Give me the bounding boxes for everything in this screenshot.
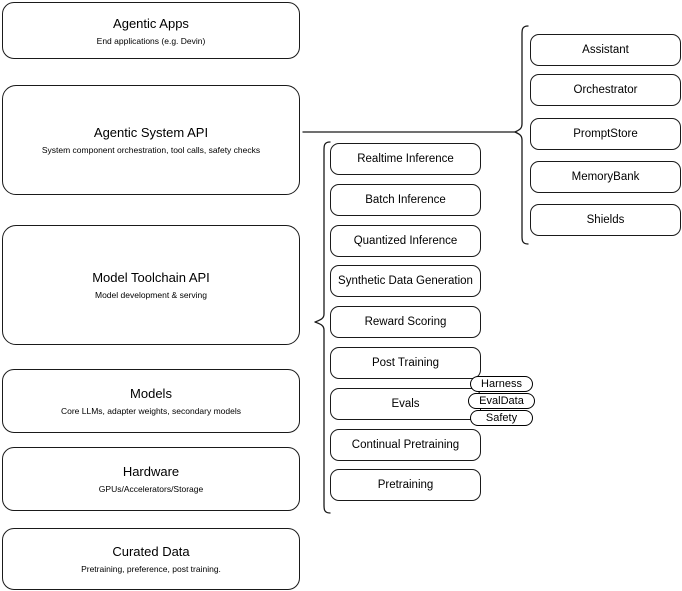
layer-box-hardware[interactable]: Hardware GPUs/Accelerators/Storage bbox=[2, 447, 300, 511]
capability-box-pretraining[interactable]: Pretraining bbox=[330, 469, 481, 501]
capability-box-evals[interactable]: Evals bbox=[330, 388, 481, 420]
eval-pill-evaldata[interactable]: EvalData bbox=[468, 393, 535, 409]
brace-system-components bbox=[514, 25, 529, 245]
layer-title: Models bbox=[130, 386, 172, 401]
layer-title: Agentic Apps bbox=[113, 15, 189, 31]
layer-box-agentic-system-api[interactable]: Agentic System API System component orch… bbox=[2, 85, 300, 195]
component-box-memorybank[interactable]: MemoryBank bbox=[530, 161, 681, 193]
layer-subtitle: Pretraining, preference, post training. bbox=[81, 564, 221, 574]
brace-toolchain-capabilities bbox=[314, 141, 331, 514]
component-box-assistant[interactable]: Assistant bbox=[530, 34, 681, 66]
component-box-promptstore[interactable]: PromptStore bbox=[530, 118, 681, 150]
capability-box-reward-scoring[interactable]: Reward Scoring bbox=[330, 306, 481, 338]
layer-subtitle: Core LLMs, adapter weights, secondary mo… bbox=[60, 406, 241, 416]
capability-label: Batch Inference bbox=[365, 193, 446, 206]
capability-box-realtime-inference[interactable]: Realtime Inference bbox=[330, 143, 481, 175]
capability-box-continual-pretraining[interactable]: Continual Pretraining bbox=[330, 429, 481, 461]
component-label: Shields bbox=[586, 213, 625, 226]
layer-box-agentic-apps[interactable]: Agentic Apps End applications (e.g. Devi… bbox=[2, 2, 300, 59]
capability-label: Synthetic Data Generation bbox=[338, 274, 473, 287]
layer-subtitle: System component orchestration, tool cal… bbox=[41, 145, 261, 155]
layer-title: Hardware bbox=[122, 464, 180, 479]
capability-label: Quantized Inference bbox=[353, 234, 458, 247]
capability-box-synthetic-data-generation[interactable]: Synthetic Data Generation bbox=[330, 265, 481, 297]
component-label: Orchestrator bbox=[573, 83, 638, 96]
capability-box-post-training[interactable]: Post Training bbox=[330, 347, 481, 379]
layer-title: Agentic System API bbox=[93, 125, 209, 140]
capability-label: Pretraining bbox=[377, 478, 434, 491]
capability-label: Reward Scoring bbox=[364, 315, 447, 328]
component-box-shields[interactable]: Shields bbox=[530, 204, 681, 236]
component-box-orchestrator[interactable]: Orchestrator bbox=[530, 74, 681, 106]
eval-pill-harness[interactable]: Harness bbox=[470, 376, 533, 392]
layer-box-model-toolchain-api[interactable]: Model Toolchain API Model development & … bbox=[2, 225, 300, 345]
capability-label: Realtime Inference bbox=[357, 152, 454, 165]
component-label: Assistant bbox=[582, 43, 629, 56]
component-label: PromptStore bbox=[573, 127, 638, 140]
layer-title: Model Toolchain API bbox=[92, 270, 210, 285]
capability-label: Post Training bbox=[371, 356, 440, 369]
layer-title: Curated Data bbox=[112, 544, 190, 559]
layer-subtitle: GPUs/Accelerators/Storage bbox=[98, 484, 204, 494]
capability-box-quantized-inference[interactable]: Quantized Inference bbox=[330, 225, 481, 257]
layer-subtitle: End applications (e.g. Devin) bbox=[96, 35, 206, 46]
component-label: MemoryBank bbox=[571, 170, 640, 183]
capability-box-batch-inference[interactable]: Batch Inference bbox=[330, 184, 481, 216]
layer-box-curated-data[interactable]: Curated Data Pretraining, preference, po… bbox=[2, 528, 300, 590]
capability-label: Evals bbox=[391, 397, 420, 410]
eval-pill-safety[interactable]: Safety bbox=[470, 410, 533, 426]
capability-label: Continual Pretraining bbox=[351, 438, 460, 451]
layer-subtitle: Model development & serving bbox=[95, 290, 207, 300]
layer-box-models[interactable]: Models Core LLMs, adapter weights, secon… bbox=[2, 369, 300, 433]
